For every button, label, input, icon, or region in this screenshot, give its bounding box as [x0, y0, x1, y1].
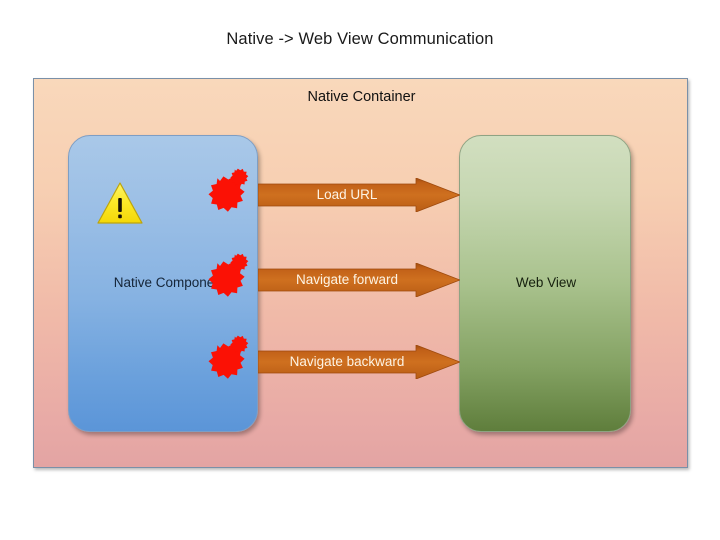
page-title: Native -> Web View Communication — [226, 30, 494, 48]
arrow-navigate-backward: Navigate backward — [258, 345, 460, 379]
warning-triangle-icon — [96, 181, 144, 225]
web-view-label: Web View — [515, 274, 577, 290]
arrow-load-url: Load URL — [258, 178, 460, 212]
arrow-navigate-forward: Navigate forward — [258, 263, 460, 297]
native-container-label: Native Container — [307, 89, 416, 105]
web-view-box: Web View — [459, 135, 631, 432]
native-component-label: Native Compone — [113, 274, 215, 290]
starburst-badge — [197, 335, 253, 385]
starburst-badge — [197, 168, 253, 218]
starburst-badge — [197, 253, 253, 303]
